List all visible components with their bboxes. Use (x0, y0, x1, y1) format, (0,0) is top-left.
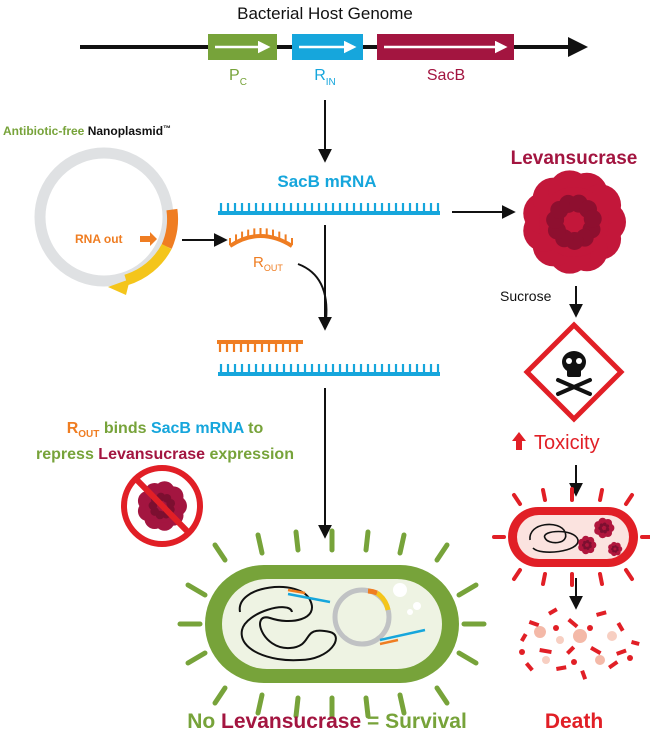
binding-curve-arrow (297, 263, 328, 321)
sacb-mrna-strand (218, 203, 440, 215)
lysed-debris-icon (519, 607, 640, 680)
levansucrase-protein-icon (523, 170, 626, 274)
pc-label: PC (229, 67, 247, 88)
explanation-line-1: ROUT binds SacB mRNA to (67, 420, 264, 440)
survival-caption: No Levansucrase = Survival (187, 710, 467, 733)
nanoplasmid-icon (332, 587, 392, 647)
death-caption: Death (545, 710, 603, 733)
rna-out-segment (161, 208, 178, 249)
plasmid-label: Antibiotic-free Nanoplasmid™ (3, 124, 171, 138)
toxicity-up-icon (512, 432, 526, 450)
rout-strand (228, 228, 294, 248)
rin-label: RIN (314, 67, 336, 88)
dying-bacterium (492, 487, 650, 587)
levansucrase-title: Levansucrase (511, 148, 638, 169)
sucrose-label: Sucrose (500, 288, 552, 304)
duplex-small-2 (379, 628, 426, 646)
surviving-bacterium (177, 528, 487, 720)
rout-label: ROUT (253, 254, 283, 273)
bound-duplex (217, 340, 440, 376)
promoter-segment (124, 243, 172, 286)
toxic-hazard-icon (523, 321, 625, 423)
rna-out-arrow-icon (140, 232, 157, 246)
gene-pc (208, 34, 277, 60)
rna-out-label: RNA out (75, 232, 123, 246)
genome-title: Bacterial Host Genome (237, 4, 413, 23)
sacb-mrna-label: SacB mRNA (277, 172, 376, 191)
gene-sacb (377, 34, 514, 60)
toxicity-label: Toxicity (534, 432, 600, 454)
explanation-line-2: repress Levansucrase expression (36, 446, 294, 463)
sacb-label: SacB (427, 67, 465, 84)
gene-rin (292, 34, 363, 60)
no-levansucrase-icon (121, 465, 203, 547)
host-chromosome-icon (238, 586, 337, 662)
plasmid-direction-icon (108, 279, 130, 295)
duplex-small-1 (287, 588, 331, 604)
